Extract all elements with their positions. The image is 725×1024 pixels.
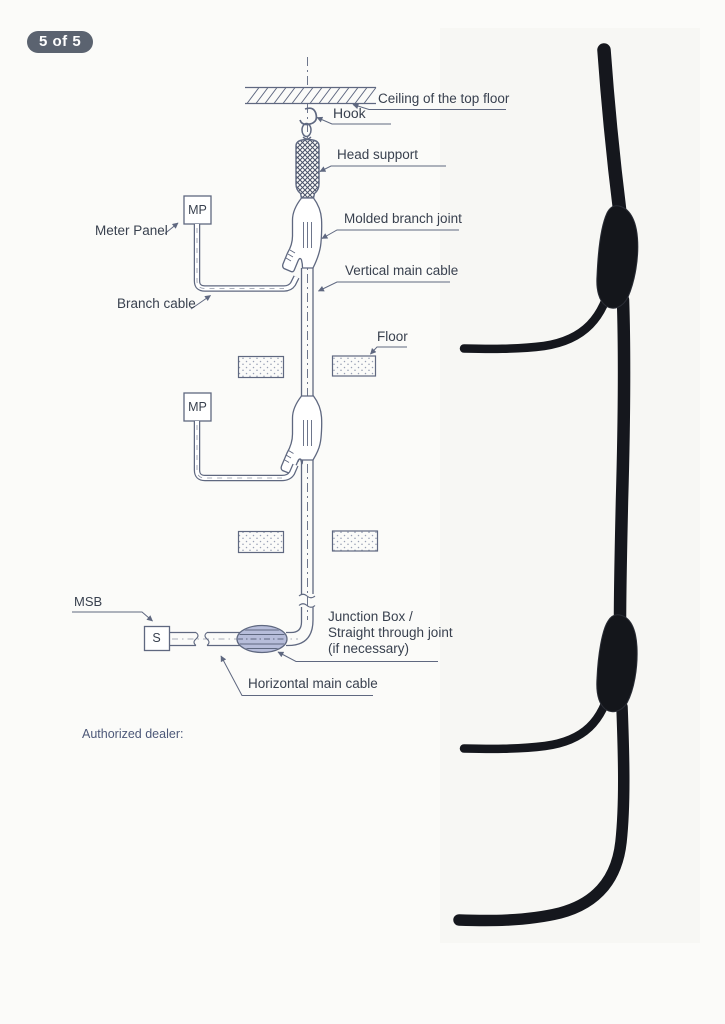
vertical-main-cable-label: Vertical main cable [345, 263, 459, 278]
molded-branch-joint-label: Molded branch joint [344, 211, 462, 226]
floor-slab [237, 355, 377, 379]
cable-elbow [286, 619, 314, 647]
ceiling-label: Ceiling of the top floor [378, 91, 510, 106]
leader-ceiling [352, 103, 506, 110]
msb-abbrev: S [152, 631, 161, 645]
leader-lines [72, 103, 506, 696]
photo-main-cable-bottom [453, 701, 630, 927]
msb-label: MSB [74, 594, 103, 609]
hook-icon [299, 107, 318, 140]
ceiling-hatch [245, 86, 377, 105]
cable-break-symbol [298, 593, 316, 608]
leader-junction-box [277, 651, 438, 662]
photo-branch-cable-2 [459, 679, 616, 754]
photo-molded-joint-2 [596, 614, 638, 713]
junction-box-oval [236, 624, 288, 654]
cable-photo [440, 28, 700, 943]
meter-panel-label: Meter Panel [95, 223, 168, 238]
molded-branch-joint-1 [282, 197, 323, 273]
junction-box-label: Junction Box / Straight through joint (i… [328, 609, 453, 657]
leader-horizontal-cable [220, 655, 373, 696]
leader-branch-cable [190, 295, 211, 310]
authorized-dealer-label: Authorized dealer: [82, 727, 184, 741]
photo-branch-cable-1 [459, 273, 617, 354]
head-support-label: Head support [337, 147, 419, 162]
vertical-main-cable [300, 268, 314, 622]
molded-branch-joint-2 [280, 395, 323, 475]
branch-cable-2 [193, 421, 299, 482]
leader-vertical-cable [317, 281, 450, 292]
horizontal-main-cable-label: Horizontal main cable [248, 676, 378, 691]
photo-molded-joint-1 [596, 205, 639, 309]
branch-cable-label: Branch cable [117, 296, 196, 311]
page-number-badge: 5 of 5 [27, 31, 94, 53]
photo-background [440, 28, 700, 943]
branch-cable-1 [193, 224, 300, 292]
floor-label: Floor [377, 329, 408, 344]
leader-head-support [319, 165, 446, 172]
meter-panel-abbrev-1: MP [188, 203, 207, 217]
leader-molded-joint [321, 229, 459, 239]
msb-box [143, 625, 171, 652]
horizontal-main-cable [169, 631, 298, 647]
meter-panel-abbrev-2: MP [188, 400, 207, 414]
leader-meter-panel [164, 222, 179, 234]
leader-floor [370, 346, 407, 355]
head-support-grip [295, 138, 320, 199]
junction-box-label-line2: Straight through joint [328, 625, 453, 640]
junction-box-label-line3: (if necessary) [328, 641, 410, 656]
floor-slab-2 [237, 530, 379, 554]
meter-panel-box-1 [183, 195, 212, 225]
meter-panel-box-2 [183, 392, 212, 422]
leader-msb [72, 611, 153, 622]
leader-hook [316, 116, 391, 125]
photo-main-cable-top [597, 43, 627, 220]
junction-box-label-line1: Junction Box / [328, 609, 413, 624]
hook-label: Hook [333, 105, 366, 121]
photo-main-cable-middle [613, 293, 631, 629]
